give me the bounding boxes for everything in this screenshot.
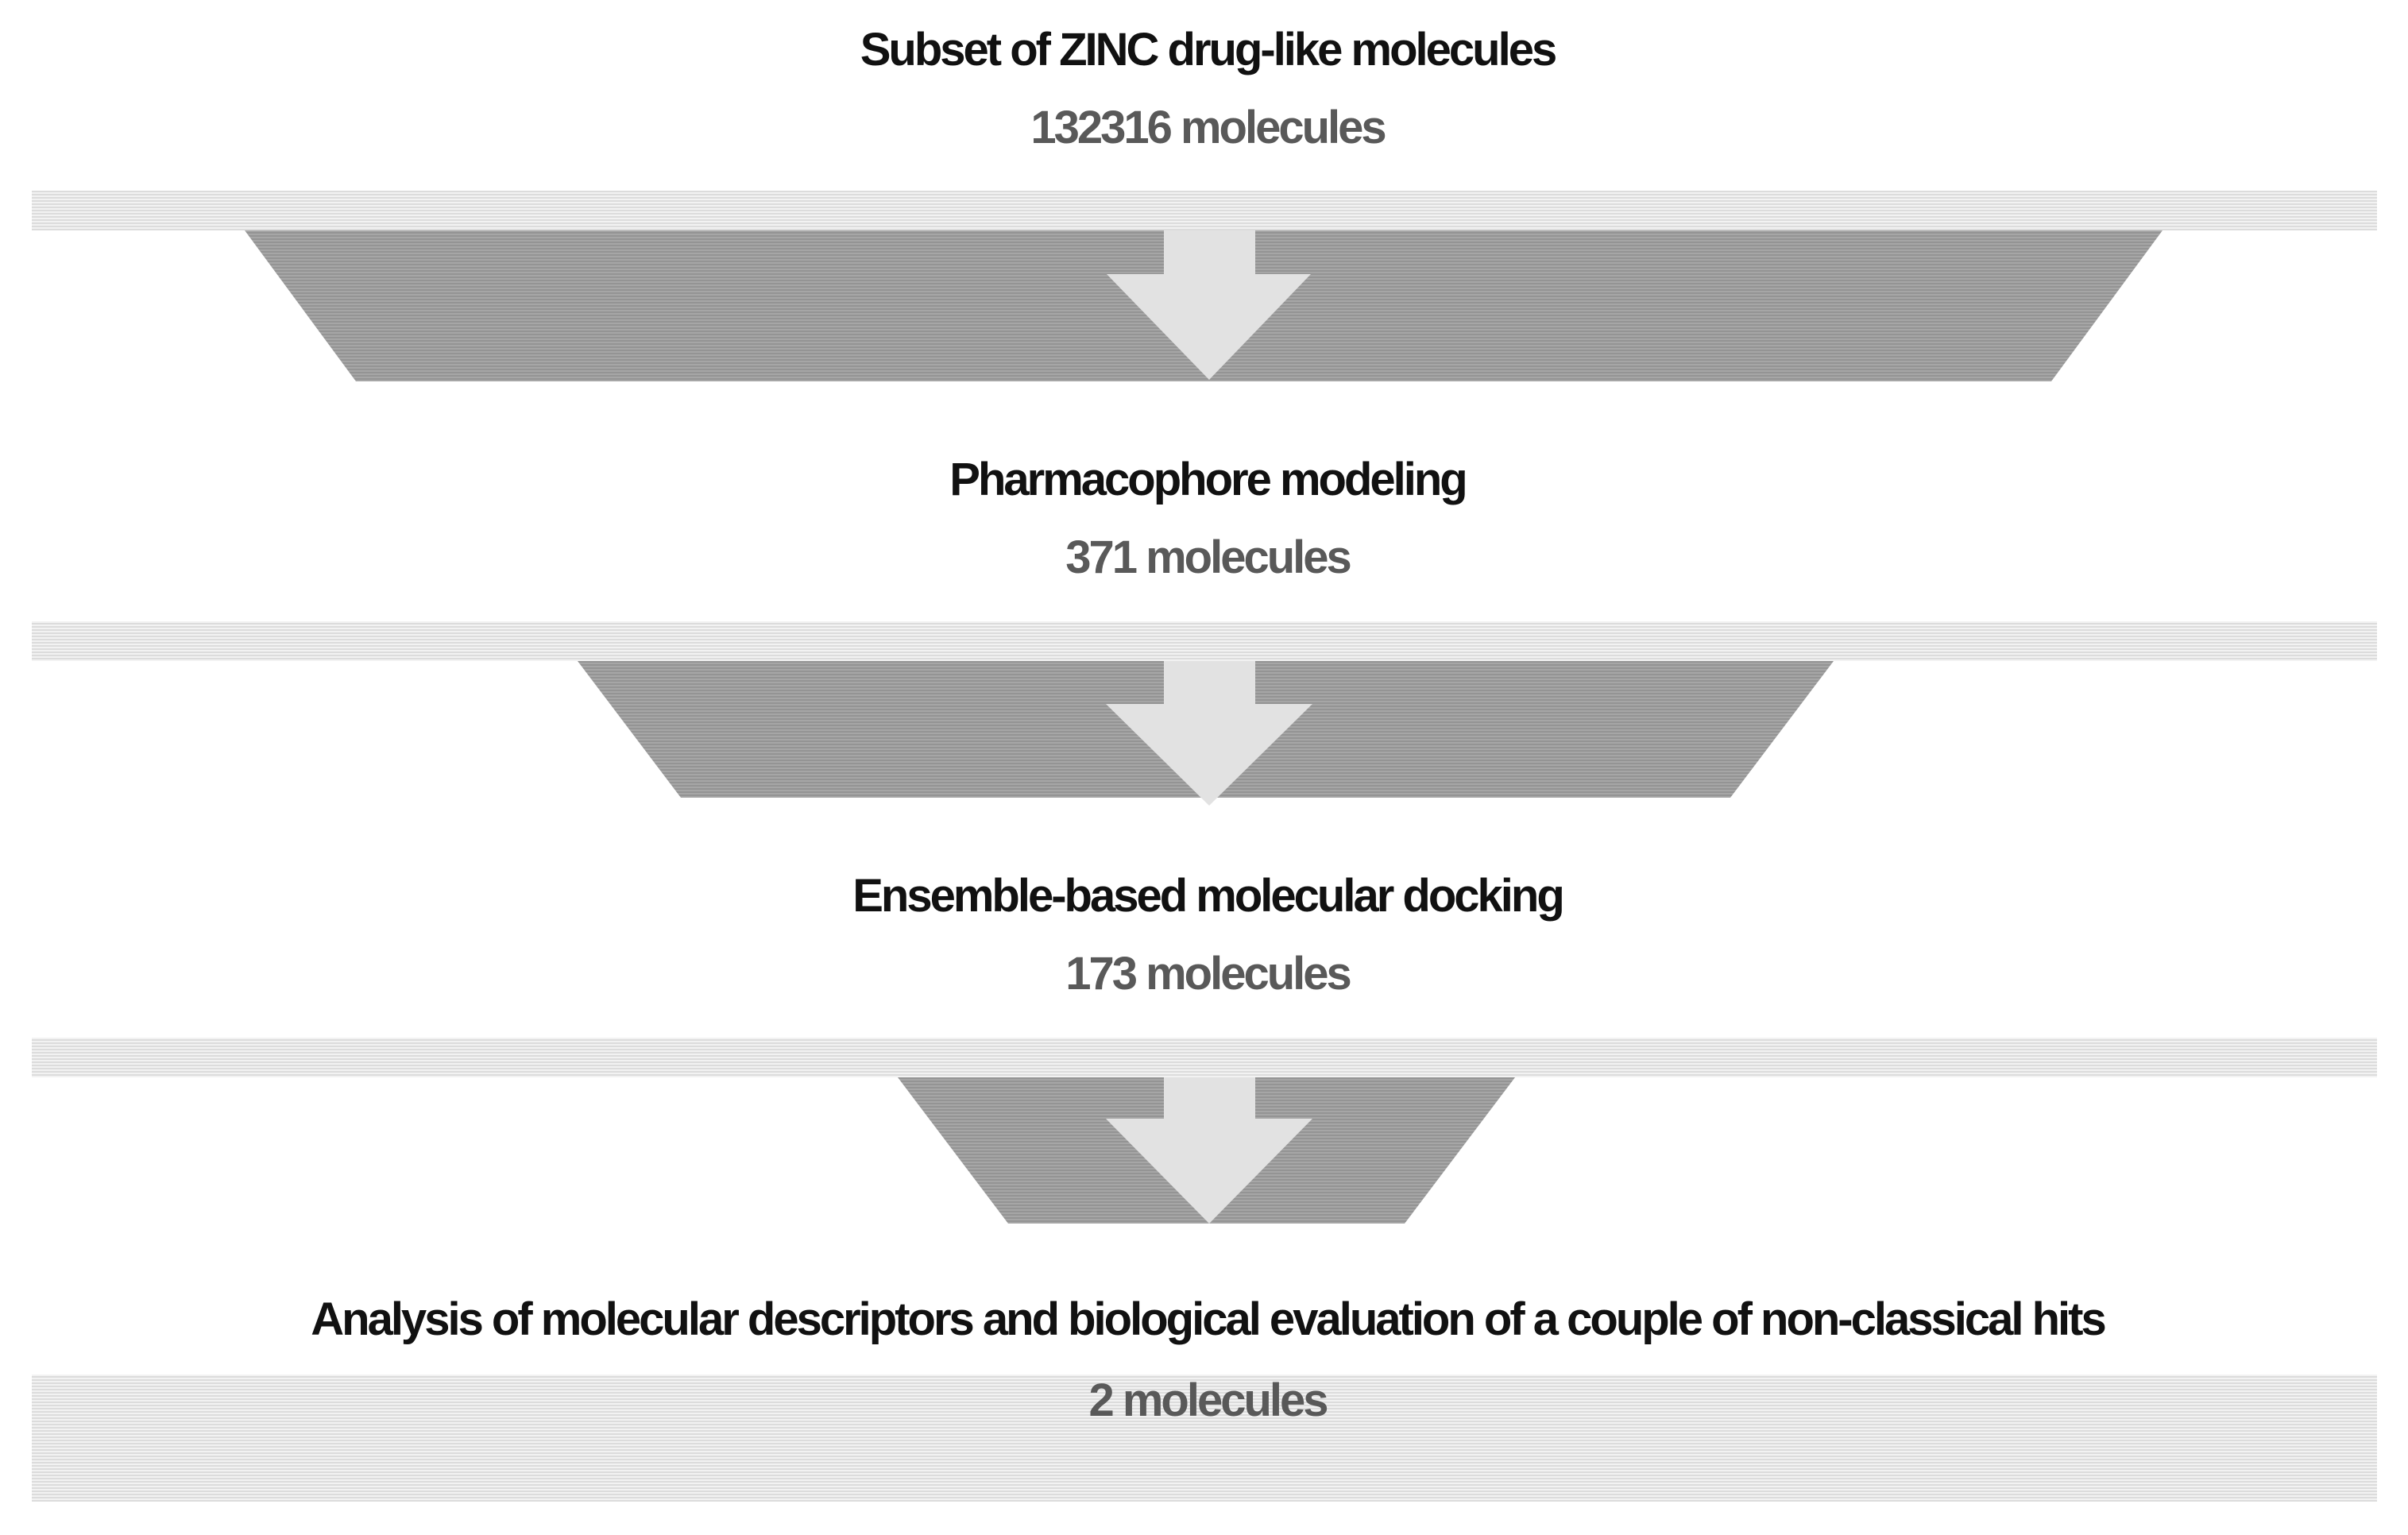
stage-3-band [32,1038,2377,1077]
stage-4: Analysis of molecular descriptors and bi… [32,1293,2377,1502]
stage-4-title: Analysis of molecular descriptors and bi… [311,1293,2105,1345]
stage-1-title: Subset of ZINC drug-like molecules [860,24,1556,75]
stage-2: Pharmacophore modeling 371 molecules [32,454,2377,661]
stage-1-band [32,191,2377,230]
funnel-step-1 [245,230,2163,381]
down-arrow-icon [1106,1077,1312,1224]
stage-3-title: Ensemble-based molecular docking [852,870,1563,922]
stage-1: Subset of ZINC drug-like molecules 13231… [32,24,2377,230]
down-arrow-icon [1107,230,1311,380]
stage-1-count: 132316 molecules [1030,102,1385,153]
stage-3-count: 173 molecules [1065,948,1350,999]
stage-2-band [32,621,2377,661]
stage-2-title: Pharmacophore modeling [949,454,1465,505]
funnel-step-2 [578,661,1834,806]
funnel-step-3 [898,1077,1515,1224]
stage-4-count: 2 molecules [1088,1375,1327,1426]
stage-4-band [32,1375,2377,1502]
stage-2-count: 371 molecules [1065,532,1350,583]
down-arrow-icon [1106,661,1312,806]
stage-3: Ensemble-based molecular docking 173 mol… [32,870,2377,1077]
